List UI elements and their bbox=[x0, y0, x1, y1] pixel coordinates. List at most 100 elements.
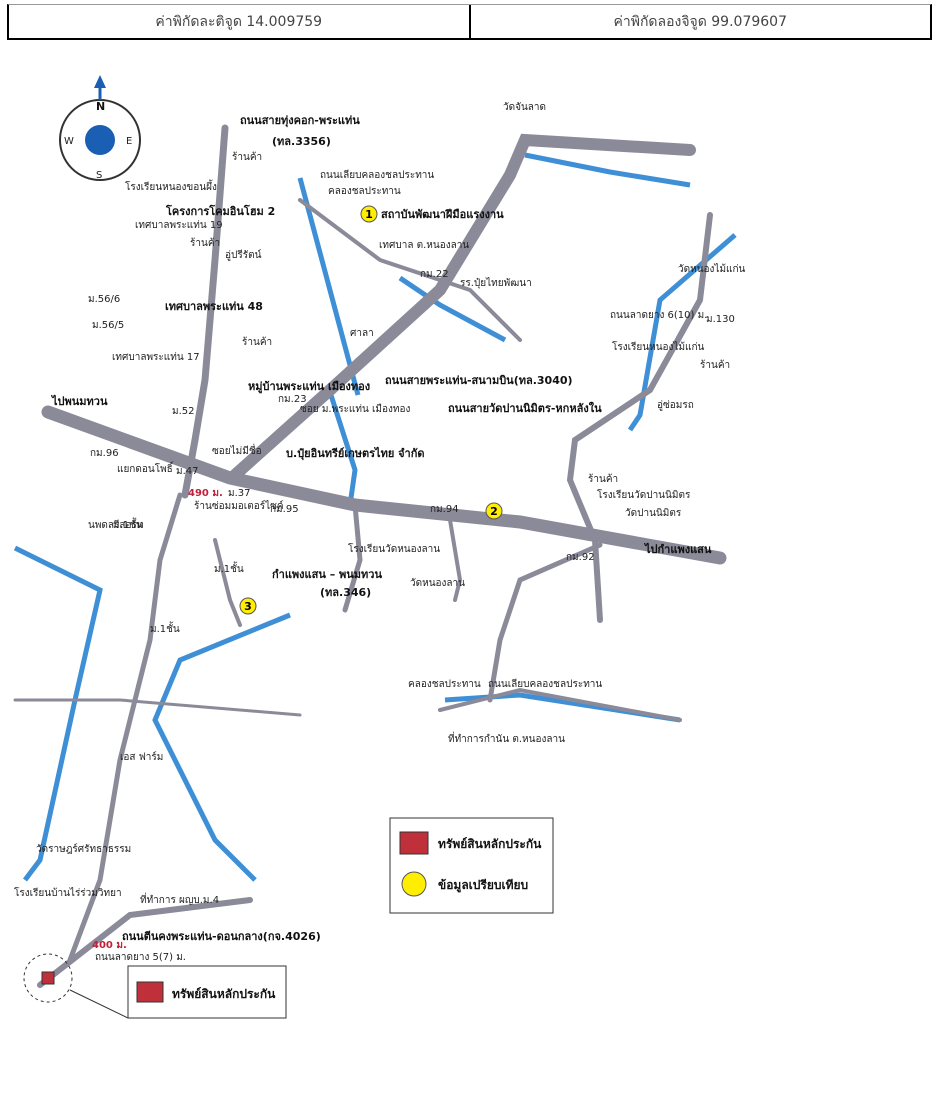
road-label-3356: ถนนสายทุ่งคอก-พระแท่น bbox=[240, 114, 360, 128]
to-kamphaeng-saen: ไปกำแพงแสน bbox=[643, 542, 712, 556]
canal-kanal bbox=[398, 275, 507, 343]
comparison-marker-3-label: 3 bbox=[244, 600, 252, 613]
road-3040 bbox=[229, 133, 696, 481]
place-wat-south: วัดราษฎร์ศรัทธาธรรม bbox=[36, 843, 131, 855]
compass-n: N bbox=[96, 100, 105, 113]
place-wat-chan: วัดจันลาด bbox=[503, 102, 546, 113]
road-soi bbox=[342, 502, 363, 613]
road-minor-3 bbox=[213, 538, 242, 627]
place-km92: กม.92 bbox=[566, 552, 595, 563]
road-pan-nimit bbox=[566, 212, 713, 623]
kanal-road-label-north: ถนนเลียบคลองชลประทาน bbox=[320, 169, 434, 181]
kanal-label-north: คลองชลประทาน bbox=[328, 186, 401, 197]
legend-collateral-label: ทรัพย์สินหลักประกัน bbox=[438, 837, 542, 851]
road-label-3356-code: (ทล.3356) bbox=[272, 135, 331, 148]
place-shop-3: ร้านค้า bbox=[242, 336, 272, 348]
inset-collateral-swatch bbox=[136, 981, 164, 1003]
road-346 bbox=[41, 405, 727, 565]
place-institute: สถาบันพัฒนาฝีมือแรงงาน bbox=[381, 208, 504, 221]
place-thesaban-17: เทศบาลพระแท่น 17 bbox=[112, 352, 200, 363]
comparison-marker-3 bbox=[239, 597, 257, 615]
place-km96: กม.96 bbox=[90, 448, 119, 459]
place-garage: อู่ปรีรัตน์ bbox=[225, 249, 262, 261]
legend-collateral-swatch bbox=[399, 831, 429, 855]
legend-comparison-swatch bbox=[401, 871, 427, 897]
canal-east bbox=[627, 233, 737, 432]
road-3356 bbox=[181, 124, 229, 499]
comparison-marker-1 bbox=[360, 205, 378, 223]
place-thesaban-48: เทศบาลพระแท่น 48 bbox=[165, 300, 263, 313]
place-m56-6: ม.56/6 bbox=[88, 294, 120, 305]
place-headman-office: ที่ทำการกำนัน ต.หนองลาน bbox=[448, 731, 565, 745]
place-shop-1: ร้านค้า bbox=[232, 151, 262, 163]
place-housing-project: โครงการโคมอินโฮม 2 bbox=[165, 204, 275, 218]
canal-southwest bbox=[152, 612, 291, 882]
canal-north bbox=[297, 177, 361, 396]
place-wat-pan-nimit: วัดปานนิมิตร bbox=[625, 508, 682, 519]
place-thesaban-19: เทศบาลพระแท่น 19 bbox=[135, 220, 223, 231]
roads bbox=[13, 124, 727, 988]
place-village: หมู่บ้านพระแท่น เมืองทอง bbox=[248, 380, 370, 394]
place-shop-5: ร้านค้า bbox=[588, 473, 618, 485]
canal-center bbox=[327, 391, 358, 506]
legend-comparison-label: ข้อมูลเปรียบเทียบ bbox=[438, 878, 528, 893]
coordinate-table: ค่าพิกัดละติจูด 14.009759 ค่าพิกัดลองจิจ… bbox=[7, 4, 932, 40]
inset-collateral-label: ทรัพย์สินหลักประกัน bbox=[172, 987, 276, 1001]
place-garage-2: อู่ซ่อมรถ bbox=[657, 400, 694, 411]
place-wat-nong-lan: วัดหนองลาน bbox=[410, 578, 465, 589]
comparison-marker-2-label: 2 bbox=[490, 505, 498, 518]
collateral-inset: ทรัพย์สินหลักประกัน bbox=[23, 953, 287, 1019]
place-m52: ม.52 bbox=[172, 406, 195, 417]
place-km94: กม.94 bbox=[430, 504, 459, 515]
lad-yang-5-label: ถนนลาดยาง 5(7) ม. bbox=[95, 952, 186, 963]
place-wat-nong-mai-daeng: วัดหนองไม้แก่น bbox=[678, 263, 746, 275]
canal-west bbox=[13, 545, 103, 882]
road-label-346: กำแพงแสน – พนมทวน bbox=[272, 568, 382, 581]
soi-no-name-label: ซอยไม่มีชื่อ bbox=[212, 443, 262, 457]
place-motor-shop: ร้านซ่อมมอเตอร์ไซค์ bbox=[194, 500, 284, 512]
road-minor-5 bbox=[438, 687, 682, 722]
place-shop-4: ร้านค้า bbox=[700, 359, 730, 371]
place-sala: ศาลา bbox=[350, 328, 374, 339]
place-condo: นพดลรีสอร์ท bbox=[88, 519, 144, 531]
place-m47: ม.47 bbox=[176, 466, 199, 477]
place-m56-5: ม.56/5 bbox=[92, 320, 124, 331]
place-m37: ม.37 bbox=[228, 488, 251, 499]
compass-e: E bbox=[126, 136, 132, 147]
comparison-marker-1-label: 1 bbox=[365, 208, 373, 221]
road-label-3040: ถนนสายพระแท่น-สนามบิน(ทล.3040) bbox=[385, 374, 573, 387]
place-shop-2: ร้านค้า bbox=[190, 237, 220, 249]
place-km22: กม.22 bbox=[420, 269, 449, 280]
nong-lan-road-label: ถนนลาดยาง 6(10) ม. bbox=[610, 310, 707, 321]
place-school-south: โรงเรียนบ้านไร่ร่วมวิทยา bbox=[14, 886, 122, 899]
place-ban-1: ม.1ชั้น bbox=[113, 517, 143, 531]
road-east-loop bbox=[487, 542, 603, 703]
place-village-head-office: ที่ทำการ ผญบ.ม.4 bbox=[140, 892, 219, 906]
place-thesaban-office: เทศบาล ต.หนองลาน bbox=[379, 240, 469, 251]
to-phanom-thuan: ไปพนมทวน bbox=[50, 394, 108, 408]
longitude-cell: ค่าพิกัดลองจิจูด 99.079607 bbox=[468, 5, 931, 38]
place-m130: ม.130 bbox=[706, 314, 735, 325]
collateral-site-circle bbox=[23, 953, 73, 1003]
compass-s: S bbox=[96, 170, 102, 181]
compass-w: W bbox=[64, 136, 74, 147]
place-km95: กม.95 bbox=[270, 504, 299, 515]
road-label-pan-nimit: ถนนสายวัดปานนิมิตร-หกหลังใน bbox=[448, 401, 602, 415]
place-school-nong-mai: โรงเรียนหนองไม้แก่น bbox=[612, 340, 705, 353]
place-farm: เอส ฟาร์ม bbox=[120, 751, 163, 763]
place-company: บ.ปุ๋ยอินทรีย์เกษตรไทย จำกัด bbox=[286, 446, 425, 461]
road-label-4026: ถนนตีนคงพระแท่น-ดอนกลาง(กจ.4026) bbox=[122, 930, 321, 943]
road-label-346-code: (ทล.346) bbox=[320, 586, 371, 599]
road-minor-1 bbox=[298, 198, 522, 342]
compass-icon: N S E W bbox=[59, 75, 141, 181]
place-junction: แยกดอนโพธิ์ bbox=[117, 461, 174, 475]
collateral-site-icon bbox=[41, 971, 55, 985]
soi-label: ซอย ม.พระแท่น เมืองทอง bbox=[300, 403, 410, 415]
place-school-wat-nong-lan: โรงเรียนวัดหนองลาน bbox=[348, 542, 440, 555]
kanal-road-label-south: ถนนเลียบคลองชลประทาน bbox=[488, 678, 602, 690]
place-school-nong-khon: โรงเรียนหนองขอนผึ้ง bbox=[125, 179, 217, 193]
legend: ทรัพย์สินหลักประกัน ข้อมูลเปรียบเทียบ bbox=[389, 817, 554, 914]
comparison-marker-2 bbox=[485, 502, 503, 520]
distance-490: 490 ม. bbox=[188, 488, 223, 499]
